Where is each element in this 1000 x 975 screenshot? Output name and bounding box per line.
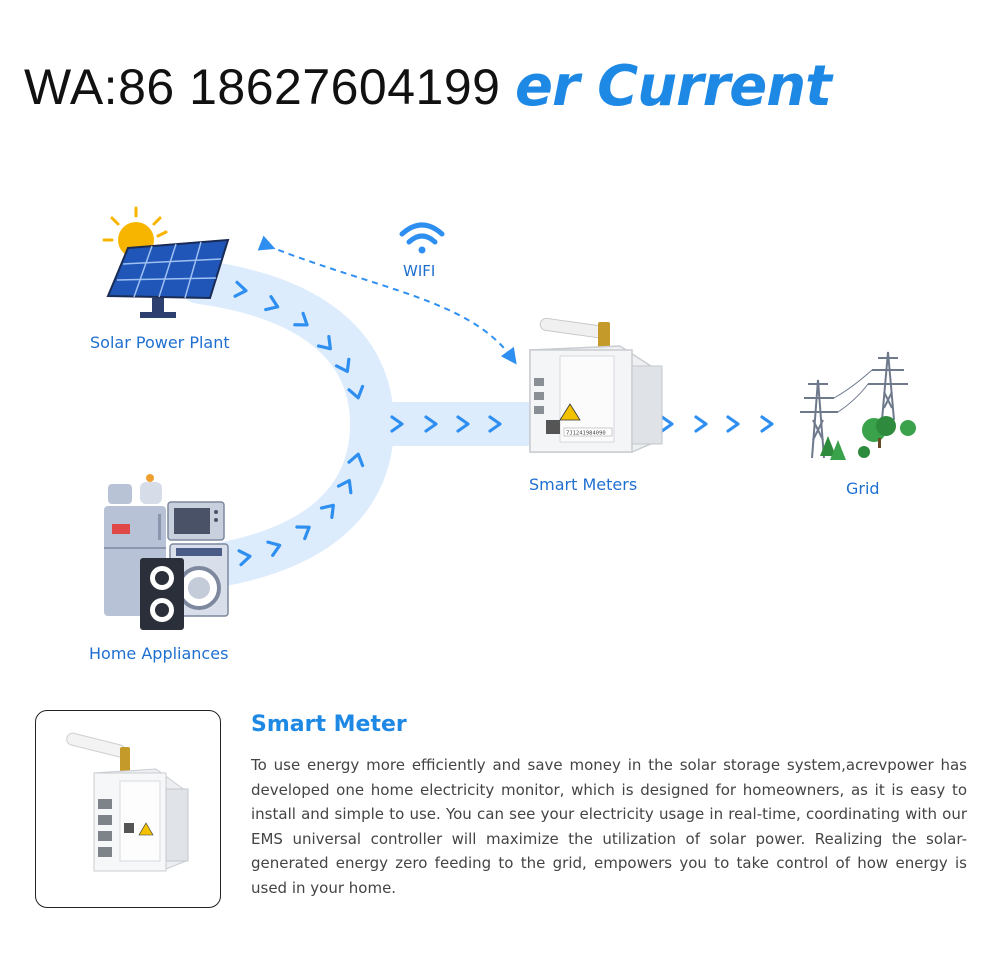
pylon-icon — [800, 351, 908, 459]
meter-serial: 7J1241984090 — [566, 431, 606, 437]
microwave-icon — [167, 501, 225, 541]
label-smart-meters: Smart Meters — [529, 475, 638, 494]
smart-meter-product-icon — [66, 732, 189, 872]
wifi-link — [257, 235, 517, 365]
solar-panel-icon — [102, 206, 230, 318]
label-solar-power-plant: Solar Power Plant — [90, 333, 230, 352]
antenna-icon — [539, 317, 610, 348]
page-title: er Current — [515, 54, 832, 119]
smart-meter-icon: 7J1241984090 — [529, 317, 663, 453]
smart-meter-photo-card — [35, 710, 221, 908]
smart-meter-description: To use energy more efficiently and save … — [251, 756, 967, 897]
wifi-icon — [399, 222, 445, 254]
kettle-icon — [108, 474, 162, 504]
smart-meter-heading: Smart Meter — [251, 712, 407, 737]
watermark-contact: WA:86 18627604199 — [24, 59, 501, 115]
label-wifi: WIFI — [403, 262, 436, 280]
speaker-icon — [140, 558, 184, 630]
label-home-appliances: Home Appliances — [89, 644, 229, 663]
washing-machine-icon — [169, 543, 229, 617]
tree-icon — [820, 416, 916, 460]
label-grid: Grid — [846, 479, 880, 498]
home-appliances-icon — [104, 474, 229, 630]
